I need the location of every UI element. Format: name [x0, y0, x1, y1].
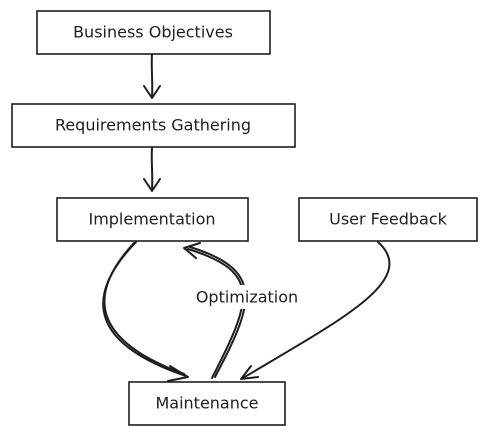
node-requirements-gathering[interactable]: Requirements Gathering: [11, 103, 296, 148]
optimization-label: Optimization: [196, 288, 298, 307]
edge-implementation-to-maintenance: [102, 241, 189, 382]
node-implementation-label: Implementation: [88, 210, 215, 229]
node-business-objectives-label: Business Objectives: [73, 23, 233, 42]
node-requirements-gathering-label: Requirements Gathering: [55, 116, 251, 135]
edge-label-optimization: Optimization: [185, 285, 307, 309]
edge-user-feedback-to-maintenance: [240, 241, 391, 380]
node-maintenance-label: Maintenance: [155, 394, 258, 413]
edge-maintenance-to-implementation: [183, 242, 247, 379]
node-business-objectives[interactable]: Business Objectives: [36, 10, 271, 55]
node-implementation[interactable]: Implementation: [56, 197, 249, 242]
edge-requirements-to-implementation: [143, 146, 161, 192]
node-user-feedback[interactable]: User Feedback: [298, 197, 478, 242]
node-user-feedback-label: User Feedback: [329, 210, 447, 229]
node-maintenance[interactable]: Maintenance: [128, 381, 286, 426]
edge-business-to-requirements: [143, 53, 161, 99]
